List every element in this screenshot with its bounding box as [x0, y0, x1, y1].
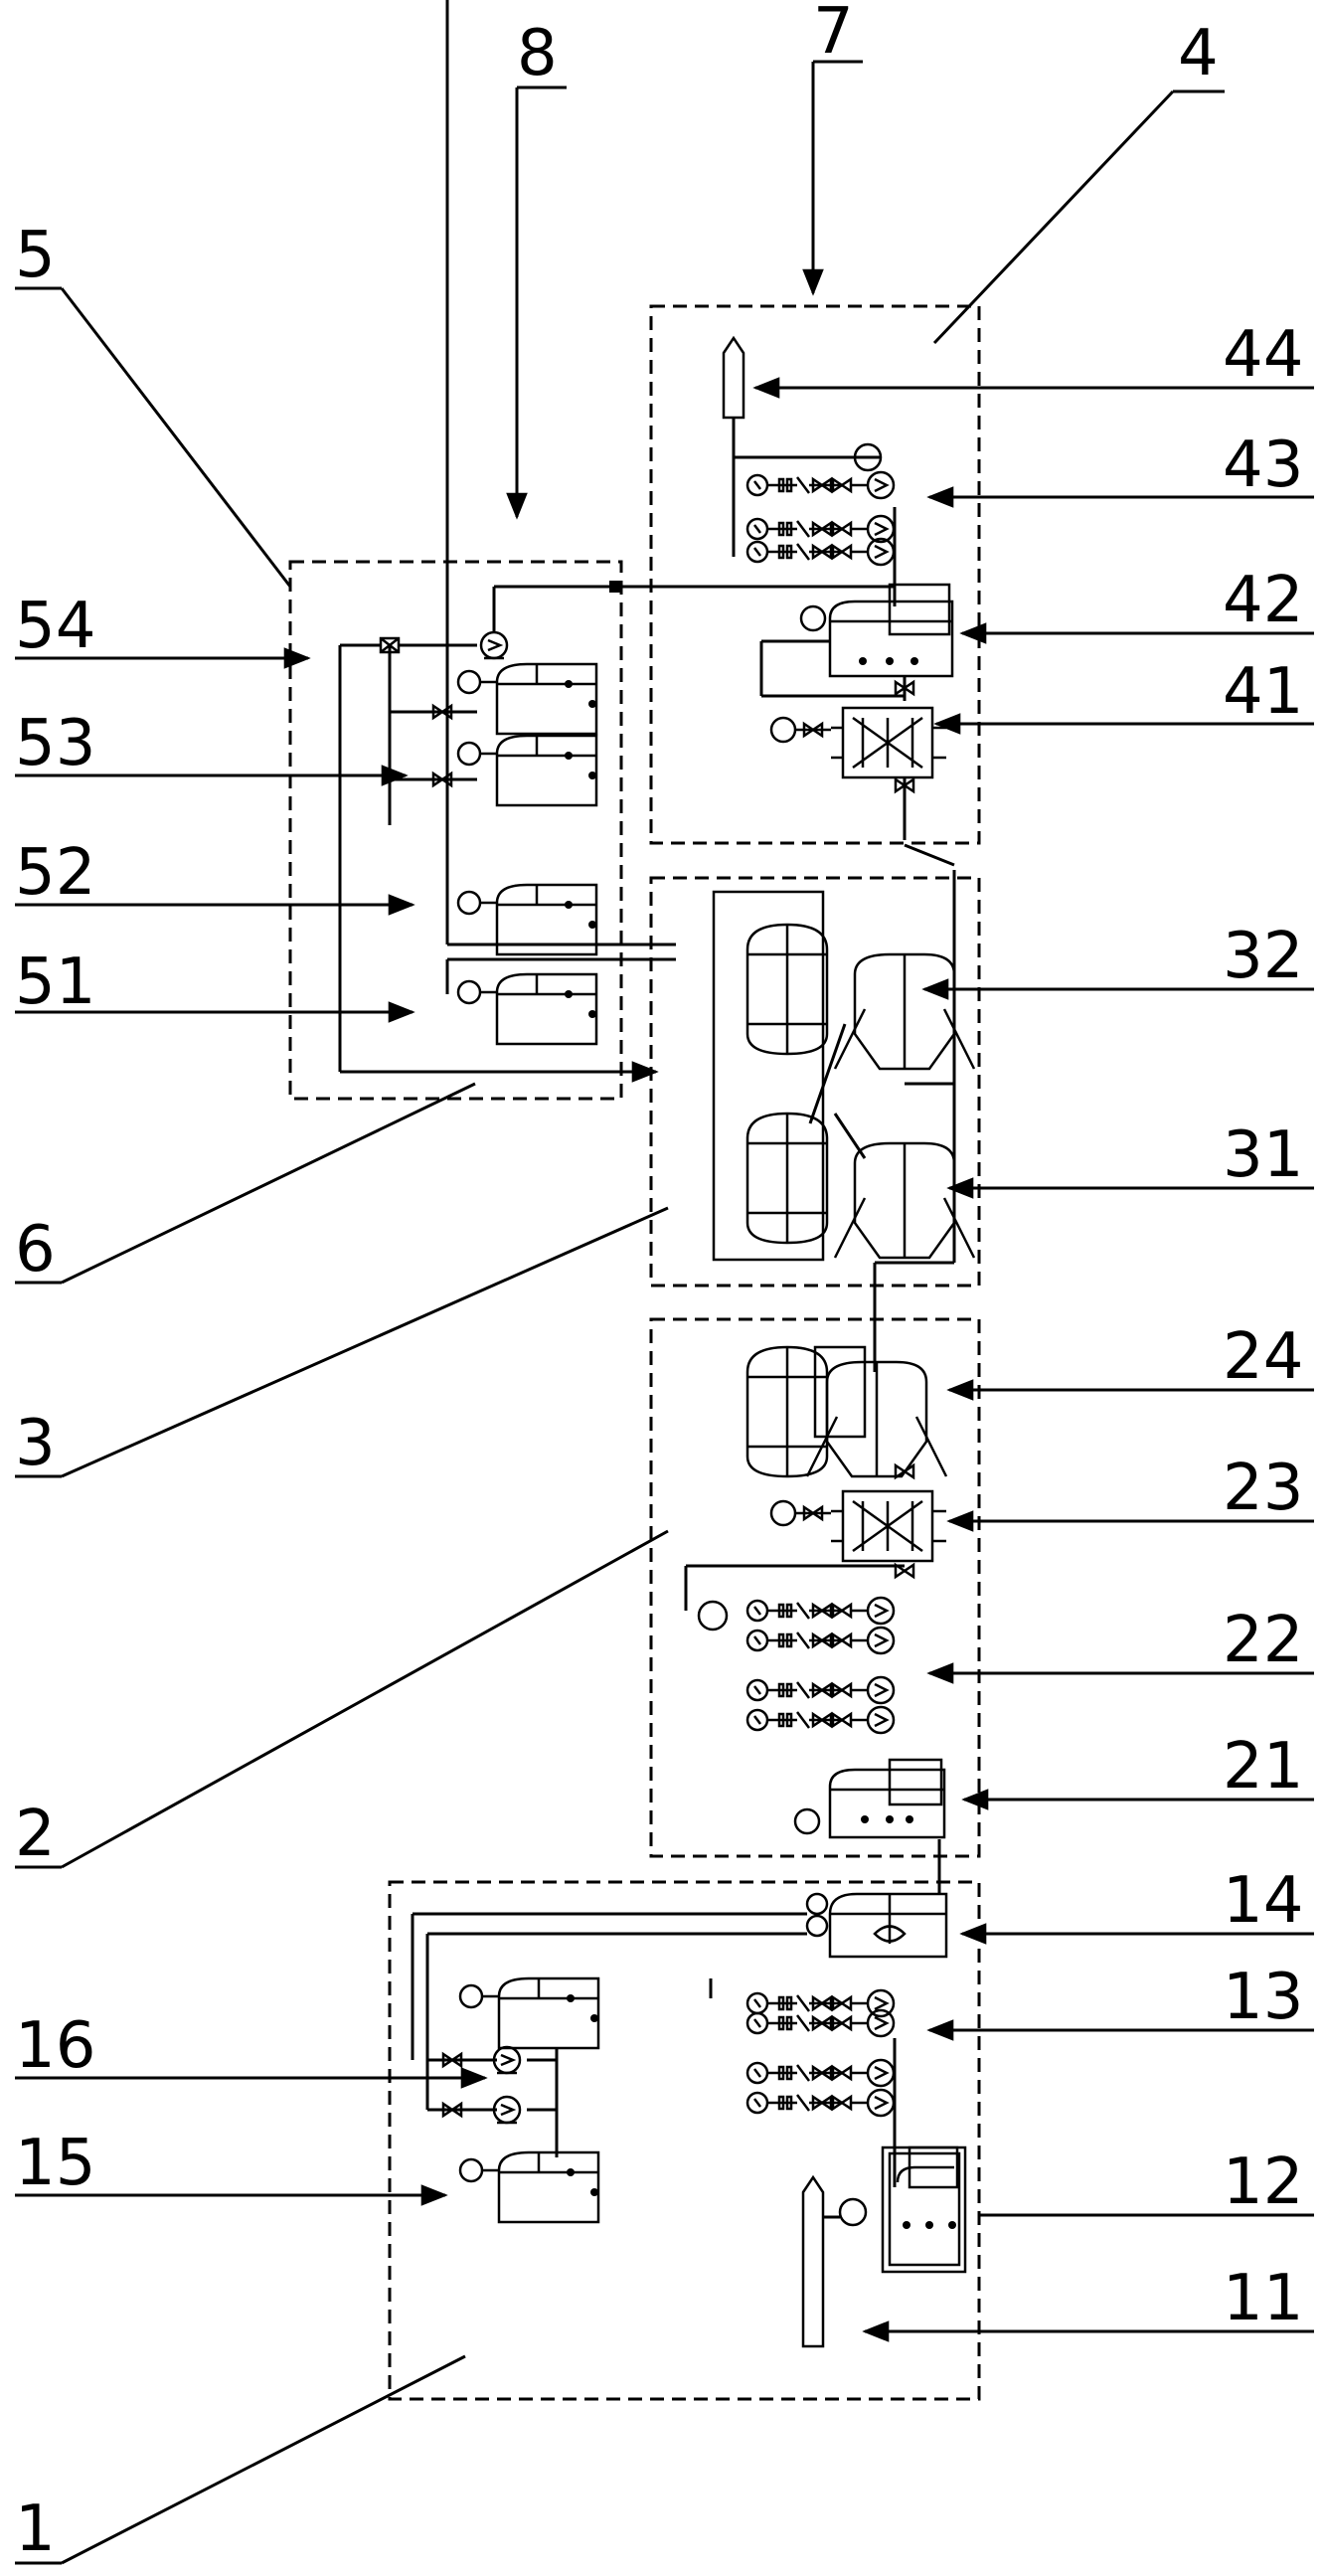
label-21: 21 [1223, 1730, 1304, 1803]
label-12: 12 [1223, 2146, 1304, 2219]
equipment-12-tank [838, 2146, 967, 2274]
label-41: 41 [1223, 655, 1304, 729]
label-11: 11 [1223, 2262, 1304, 2335]
equipment-24-resin-vessel [745, 1345, 948, 1478]
boundary-system-2 [649, 1317, 981, 1858]
label-2: 2 [15, 1798, 56, 1871]
equipment-13-pump-group [709, 1978, 897, 2187]
leader-lines [15, 60, 1314, 2565]
label-5: 5 [15, 219, 56, 292]
equipment-14-mixing-tank [413, 1882, 948, 1959]
equipment-11-raw-inlet [801, 2174, 840, 2348]
label-22: 22 [1223, 1604, 1304, 1677]
label-51: 51 [15, 945, 96, 1019]
equipment-23-filter [771, 1463, 946, 1579]
label-53: 53 [15, 707, 96, 780]
label-15: 15 [15, 2127, 96, 2200]
equipment-51-tank [445, 957, 676, 1046]
label-42: 42 [1223, 564, 1304, 637]
boundary-system-3 [649, 876, 981, 1288]
boundary-system-4 [649, 304, 981, 845]
label-24: 24 [1223, 1320, 1304, 1394]
equipment-32-resin-columns-upper [712, 843, 976, 1263]
label-44: 44 [1223, 318, 1304, 392]
equipment-42-tank [759, 583, 954, 701]
equipment-41-filter [771, 680, 946, 840]
equipment-21-tank [793, 1758, 946, 1882]
label-4: 4 [1178, 17, 1219, 90]
equipment-43-pump-group [734, 442, 897, 606]
label-52: 52 [15, 836, 96, 910]
label-32: 32 [1223, 920, 1304, 993]
boundary-system-5 [288, 560, 623, 1101]
label-13: 13 [1223, 1961, 1304, 2034]
label-6: 6 [15, 1213, 56, 1287]
label-14: 14 [1223, 1864, 1304, 1938]
label-7: 7 [813, 0, 854, 69]
label-8: 8 [517, 17, 558, 90]
equipment-52-tank [445, 0, 676, 956]
equipment-54-feed-pump [338, 581, 895, 1083]
equipment-15-tank [458, 2110, 600, 2224]
equipment-16-dosing-tank [411, 1914, 600, 2125]
equipment-53-dosing-tanks [390, 662, 598, 807]
label-23: 23 [1223, 1452, 1304, 1525]
label-31: 31 [1223, 1118, 1304, 1192]
equipment-44-product-outlet [722, 335, 745, 557]
label-54: 54 [15, 590, 96, 663]
equipment-22-pump-group [684, 1564, 905, 1733]
boundary-system-1 [388, 1880, 981, 2401]
label-1: 1 [15, 2492, 56, 2566]
label-16: 16 [15, 2009, 96, 2083]
equipment-31-resin-columns-lower [745, 1112, 976, 1372]
label-3: 3 [15, 1407, 56, 1480]
label-43: 43 [1223, 429, 1304, 502]
